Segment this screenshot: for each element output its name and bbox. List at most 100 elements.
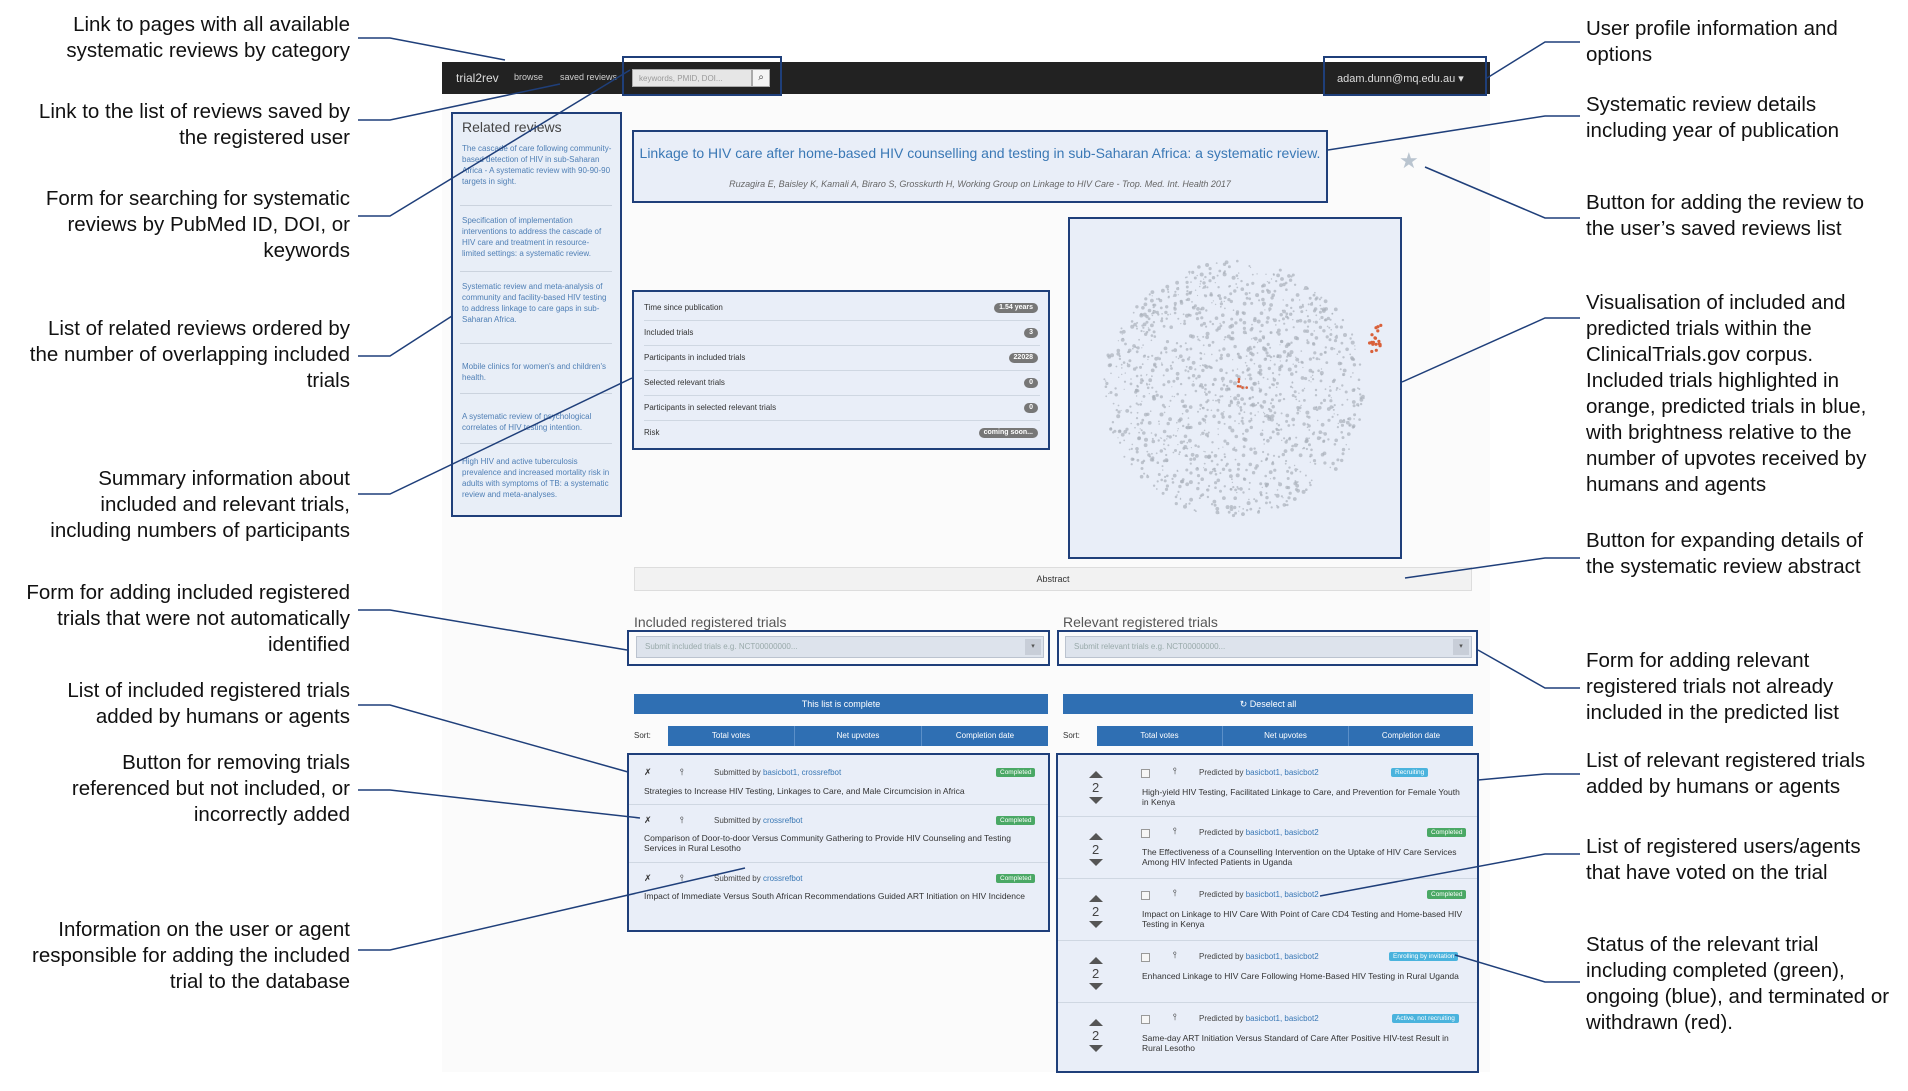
sort-completion-date-tab[interactable]: Completion date: [922, 726, 1048, 746]
select-checkbox[interactable]: [1141, 1015, 1150, 1024]
trial-title[interactable]: Impact on Linkage to HIV Care With Point…: [1142, 909, 1463, 929]
summary-label: Participants in selected relevant trials: [644, 403, 777, 412]
summary-badge: 0: [1024, 378, 1038, 388]
sort-total-votes-tab[interactable]: Total votes: [1097, 726, 1223, 746]
sort-net-upvotes-tab[interactable]: Net upvotes: [1223, 726, 1349, 746]
annotation-relevant-form: Form for adding relevant registered tria…: [1586, 649, 1839, 724]
upvote-icon[interactable]: [1089, 1019, 1103, 1026]
predicted-by: Predicted by basicbot1, basicbot2: [1199, 952, 1319, 961]
trial-title[interactable]: Impact of Immediate Versus South African…: [644, 891, 1025, 901]
annotation-search-form: Form for searching for systematic review…: [45, 187, 350, 262]
included-trial-input[interactable]: Submit included trials e.g. NCT00000000.…: [636, 636, 1044, 658]
trial-corpus-visualisation[interactable]: [1069, 219, 1400, 557]
predicted-prefix: Predicted by: [1199, 1014, 1244, 1023]
pin-icon: ⫯: [680, 873, 684, 883]
related-review-link[interactable]: Systematic review and meta-analysis of c…: [462, 282, 607, 324]
voter-link[interactable]: basicbot1, basicbot2: [1245, 768, 1319, 777]
vote-count: 2: [1092, 1028, 1100, 1043]
review-authors: Ruzagira E, Baisley K, Kamali A, Biraro …: [729, 179, 1231, 189]
sort-total-votes-tab[interactable]: Total votes: [668, 726, 795, 746]
voter-link[interactable]: basicbot1, basicbot2: [1245, 828, 1319, 837]
trial-title[interactable]: Enhanced Linkage to HIV Care Following H…: [1142, 971, 1459, 981]
downvote-icon[interactable]: [1089, 921, 1103, 928]
select-checkbox[interactable]: [1141, 769, 1150, 778]
predicted-by: Predicted by basicbot1, basicbot2: [1199, 1014, 1319, 1023]
vote-count: 2: [1092, 780, 1100, 795]
trial-title[interactable]: Same-day ART Initiation Versus Standard …: [1142, 1033, 1449, 1053]
pin-icon: ⫯: [1173, 826, 1177, 836]
list-complete-button[interactable]: This list is complete: [634, 694, 1048, 714]
related-review-link[interactable]: The cascade of care following community-…: [462, 144, 612, 186]
downvote-icon[interactable]: [1089, 1045, 1103, 1052]
sort-completion-date-tab[interactable]: Completion date: [1349, 726, 1473, 746]
related-review-link[interactable]: High HIV and active tuberculosis prevale…: [462, 457, 610, 499]
status-badge: Completed: [996, 816, 1036, 825]
voter-link[interactable]: basicbot1, basicbot2: [1245, 890, 1319, 899]
annotation-related-reviews: List of related reviews ordered by the n…: [29, 317, 350, 392]
select-checkbox[interactable]: [1141, 829, 1150, 838]
remove-trial-icon[interactable]: ✗: [644, 873, 652, 883]
divider: [460, 393, 612, 394]
vote-count: 2: [1092, 904, 1100, 919]
submitter-link[interactable]: crossrefbot: [762, 816, 803, 825]
predicted-prefix: Predicted by: [1199, 768, 1244, 777]
save-review-star-icon[interactable]: ★: [1399, 148, 1419, 173]
annotation-user-profile: User profile information and options: [1586, 17, 1838, 66]
annotation-abstract-button: Button for expanding details of the syst…: [1586, 529, 1863, 578]
saved-reviews-link[interactable]: saved reviews: [560, 72, 618, 82]
annotation-save-button: Button for adding the review to the user…: [1586, 191, 1865, 240]
pin-icon: ⫯: [1173, 1012, 1177, 1022]
upvote-icon[interactable]: [1089, 833, 1103, 840]
sort-label: Sort:: [1063, 731, 1080, 740]
chevron-down-icon[interactable]: ▾: [1453, 639, 1469, 655]
search-input[interactable]: keywords, PMID, DOI...: [632, 69, 752, 87]
included-trial-row: ✗ ⫯ Submitted by crossrefbot Completed I…: [628, 863, 1050, 923]
brand-link[interactable]: trial2rev: [456, 71, 499, 85]
pin-icon: ⫯: [1173, 766, 1177, 776]
pin-icon: ⫯: [1173, 950, 1177, 960]
divider: [460, 205, 612, 206]
submitter-link[interactable]: basicbot1, crossrefbot: [762, 768, 842, 777]
review-details: Linkage to HIV care after home-based HIV…: [634, 131, 1326, 201]
upvote-icon[interactable]: [1089, 895, 1103, 902]
search-button[interactable]: ⌕: [752, 69, 770, 87]
remove-trial-icon[interactable]: ✗: [644, 815, 652, 825]
voter-link[interactable]: basicbot1, basicbot2: [1245, 1014, 1319, 1023]
submitted-prefix: Submitted by: [714, 768, 761, 777]
deselect-all-button[interactable]: ↻ Deselect all: [1063, 694, 1473, 714]
user-menu[interactable]: adam.dunn@mq.edu.au ▾: [1337, 73, 1464, 85]
scatter-cloud: [1103, 259, 1383, 518]
remove-trial-icon[interactable]: ✗: [644, 767, 652, 777]
sort-net-upvotes-tab[interactable]: Net upvotes: [795, 726, 922, 746]
related-review-link[interactable]: Mobile clinics for women's and children'…: [462, 362, 607, 382]
chevron-down-icon[interactable]: ▾: [1025, 639, 1041, 655]
submitter-link[interactable]: crossrefbot: [762, 874, 803, 883]
select-checkbox[interactable]: [1141, 953, 1150, 962]
navbar: trial2rev browse saved reviews keywords,…: [442, 62, 1490, 94]
trial-title[interactable]: The Effectiveness of a Counselling Inter…: [1142, 847, 1457, 867]
trial-title[interactable]: Strategies to Increase HIV Testing, Link…: [644, 786, 965, 796]
downvote-icon[interactable]: [1089, 859, 1103, 866]
related-review-link[interactable]: A systematic review of psychological cor…: [462, 412, 592, 432]
downvote-icon[interactable]: [1089, 983, 1103, 990]
downvote-icon[interactable]: [1089, 797, 1103, 804]
divider: [460, 343, 612, 344]
vote-count: 2: [1092, 966, 1100, 981]
upvote-icon[interactable]: [1089, 771, 1103, 778]
abstract-toggle-button[interactable]: Abstract: [634, 567, 1472, 591]
predicted-prefix: Predicted by: [1199, 952, 1244, 961]
select-checkbox[interactable]: [1141, 891, 1150, 900]
relevant-trial-row: 2 ⫯ Predicted by basicbot1, basicbot2 Ac…: [1057, 1003, 1478, 1065]
voter-link[interactable]: basicbot1, basicbot2: [1245, 952, 1319, 961]
status-badge: Completed: [1427, 828, 1467, 837]
relevant-trial-input[interactable]: Submit relevant trials e.g. NCT00000000.…: [1065, 636, 1472, 658]
trial-title[interactable]: High-yield HIV Testing, Facilitated Link…: [1142, 787, 1460, 807]
status-badge: Completed: [996, 768, 1036, 777]
upvote-icon[interactable]: [1089, 957, 1103, 964]
related-review-link[interactable]: Specification of implementation interven…: [462, 216, 602, 258]
divider: [460, 443, 612, 444]
trial-title[interactable]: Comparison of Door-to-door Versus Commun…: [644, 833, 1011, 853]
browse-link[interactable]: browse: [514, 72, 544, 82]
